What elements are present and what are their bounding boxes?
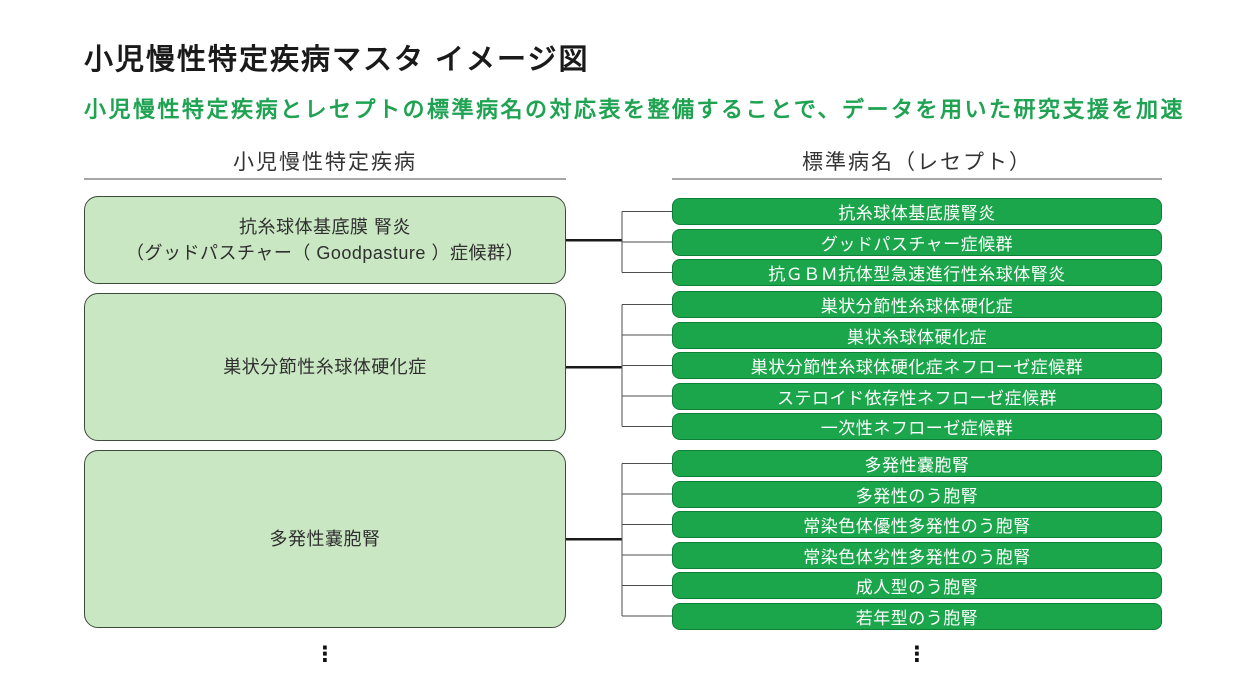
target-disease-box: 常染色体劣性多発性のう胞腎 [672, 541, 1162, 569]
target-disease-box: 一次性ネフローゼ症候群 [672, 413, 1162, 440]
target-disease-label: 抗糸球体基底膜腎炎 [838, 204, 996, 223]
source-ellipsis: ⋮ [314, 643, 336, 666]
target-disease-box: 多発性のう胞腎 [672, 480, 1162, 508]
target-disease-label: 多発性嚢胞腎 [864, 456, 970, 475]
target-disease-label: 成人型のう胞腎 [855, 578, 979, 597]
target-disease-box: 成人型のう胞腎 [672, 572, 1162, 599]
source-disease-box: 多発性嚢胞腎 [84, 450, 566, 628]
target-disease-label: 巣状分節性糸球体硬化症 [820, 297, 1014, 316]
target-disease-box: 常染色体優性多発性のう胞腎 [672, 511, 1162, 538]
target-disease-label: 抗ＧＢＭ抗体型急速進行性糸球体腎炎 [768, 265, 1066, 284]
source-disease-label: （グッドパスチャー（ Goodpasture ）症候群） [126, 243, 524, 263]
source-disease-label: 巣状分節性糸球体硬化症 [223, 357, 427, 377]
target-disease-box: 巣状糸球体硬化症 [672, 321, 1162, 349]
source-disease-label: 抗糸球体基底膜 腎炎 [238, 217, 411, 237]
target-disease-box: グッドパスチャー症候群 [672, 228, 1162, 256]
target-disease-box: 多発性嚢胞腎 [672, 450, 1162, 477]
target-disease-label: 常染色体優性多発性のう胞腎 [803, 517, 1031, 536]
source-disease-box: 抗糸球体基底膜 腎炎 （グッドパスチャー（ Goodpasture ）症候群） [84, 196, 566, 284]
target-disease-box: 巣状分節性糸球体硬化症ネフローゼ症候群 [672, 352, 1162, 379]
source-disease-label: 多発性嚢胞腎 [269, 529, 381, 549]
page-title: 小児慢性特定疾病マスタ イメージ図 [84, 44, 590, 76]
target-disease-box: 抗糸球体基底膜腎炎 [672, 198, 1162, 225]
target-disease-label: グッドパスチャー症候群 [820, 234, 1014, 254]
target-disease-box: ステロイド依存性ネフローゼ症候群 [672, 382, 1162, 410]
target-disease-label: 常染色体劣性多発性のう胞腎 [803, 547, 1031, 567]
target-disease-box: 若年型のう胞腎 [672, 602, 1162, 630]
target-disease-label: 一次性ネフローゼ症候群 [820, 419, 1014, 438]
target-disease-label: 巣状分節性糸球体硬化症ネフローゼ症候群 [750, 358, 1084, 377]
column-header-target: 標準病名（レセプト） [672, 143, 1162, 180]
target-disease-label: 巣状糸球体硬化症 [847, 327, 987, 347]
target-disease-label: ステロイド依存性ネフローゼ症候群 [777, 388, 1057, 408]
target-ellipsis: ⋮ [906, 643, 928, 666]
target-disease-box: 抗ＧＢＭ抗体型急速進行性糸球体腎炎 [672, 259, 1162, 286]
target-disease-label: 若年型のう胞腎 [855, 608, 979, 628]
source-disease-box: 巣状分節性糸球体硬化症 [84, 293, 566, 441]
target-disease-box: 巣状分節性糸球体硬化症 [672, 291, 1162, 318]
subtitle: 小児慢性特定疾病とレセプトの標準病名の対応表を整備することで、データを用いた研究… [84, 97, 1185, 122]
target-disease-label: 多発性のう胞腎 [855, 486, 979, 506]
column-header-source: 小児慢性特定疾病 [84, 143, 566, 180]
